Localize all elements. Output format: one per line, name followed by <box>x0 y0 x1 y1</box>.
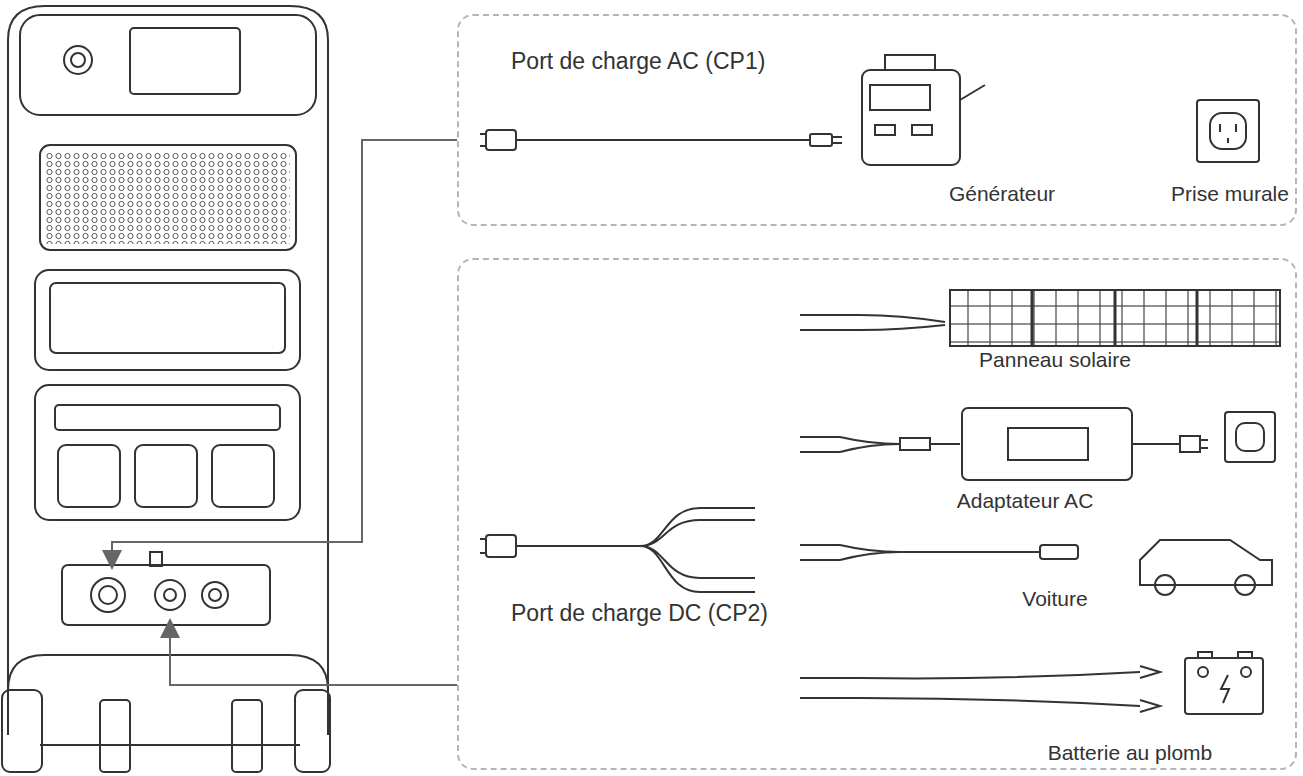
device-label: Panneau solaire <box>977 347 1133 373</box>
dashed-panel: Port de charge DC (CP2) <box>457 258 1297 770</box>
device-label: Voiture <box>1020 586 1089 612</box>
device-label: Générateur <box>947 181 1057 207</box>
panel-heading: Port de charge AC (CP1) <box>511 46 765 76</box>
device-label: Prise murale <box>1169 181 1291 207</box>
panel-heading: Port de charge DC (CP2) <box>511 598 768 628</box>
device-label: Adaptateur AC <box>955 488 1096 514</box>
device-label: Batterie au plomb <box>1046 740 1215 766</box>
